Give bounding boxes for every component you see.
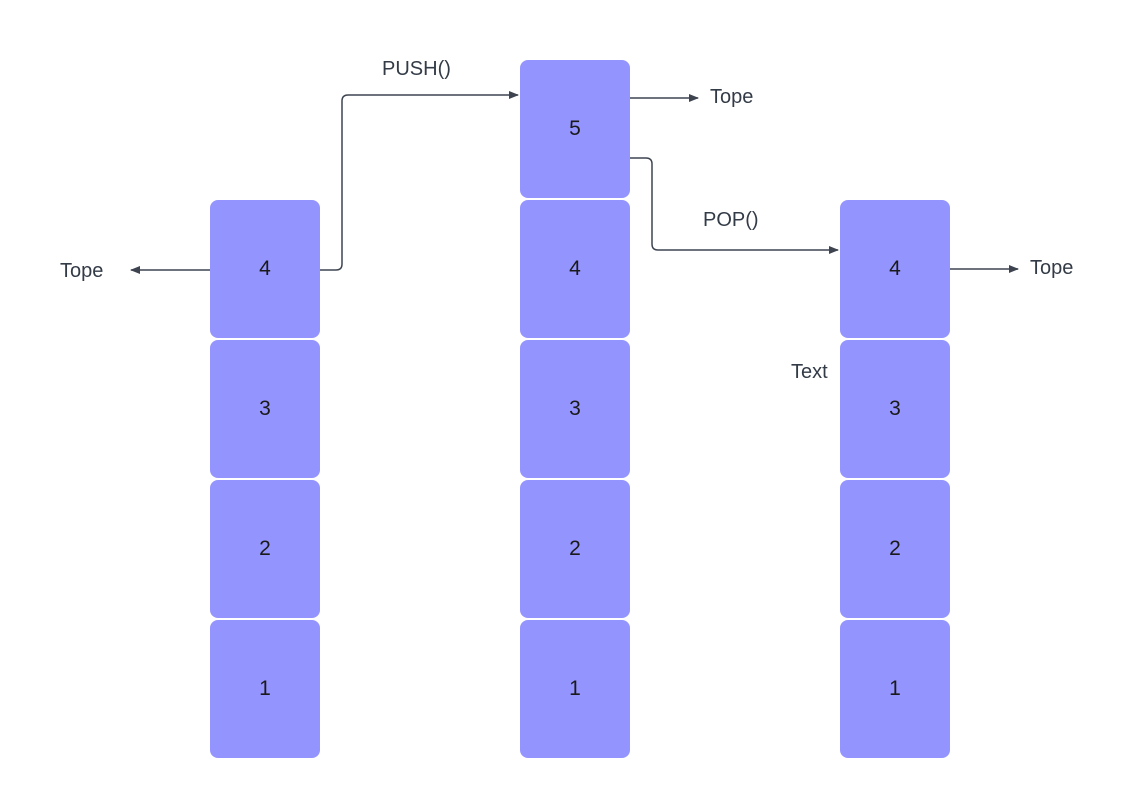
stack-2-item: 5 [520,60,630,198]
stack-3-item: 4 [840,200,950,338]
stack-1-item: 2 [210,480,320,618]
stack-3-item: 2 [840,480,950,618]
stack-2-item: 4 [520,200,630,338]
pop-arrow [630,157,839,254]
stack-2-item: 1 [520,620,630,758]
pop-label: POP() [703,209,759,231]
stack-2-item: 2 [520,480,630,618]
stack-1-top-label: Tope [60,260,104,282]
stack-1-item: 1 [210,620,320,758]
stack-2-top-label: Tope [710,86,754,108]
stack-1-item: 4 [210,200,320,338]
stack-3-top-label: Tope [1030,257,1074,279]
push-arrow [320,91,519,271]
stack-3-item: 3 [840,340,950,478]
stack-1-item: 3 [210,340,320,478]
stack-3-item: 1 [840,620,950,758]
stack-2-item: 3 [520,340,630,478]
push-label: PUSH() [382,58,451,80]
stray-text-label: Text [791,361,828,383]
